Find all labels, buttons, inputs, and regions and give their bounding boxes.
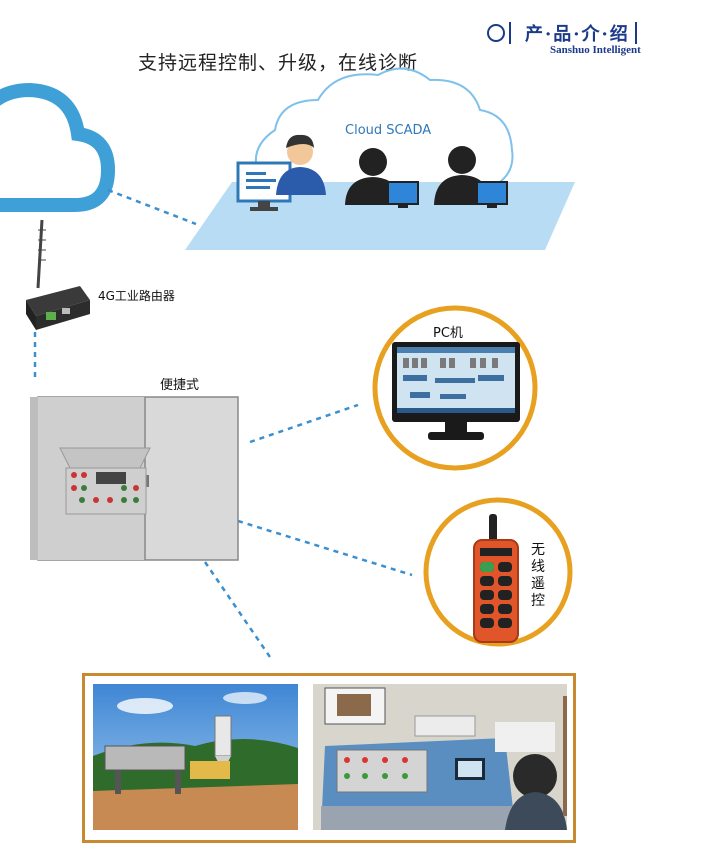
connection-lines [33,188,413,658]
control-room-photo [313,684,567,830]
brand-name-en: Sanshuo Intelligent [550,44,641,56]
site-photos-frame [82,673,576,843]
router-label: 4G工业路由器 [98,289,175,303]
remote-label: 无 线 遥 控 [529,542,547,610]
remote-label-char: 遥 [531,576,545,592]
remote-circle [423,497,573,647]
pc-label: PC机 [433,326,463,341]
page-headline: 支持远程控制、升级，在线诊断 [138,52,419,74]
user-silhouette-icon [434,146,508,208]
cloud-icon [0,82,116,212]
cloud-scada-label: Cloud SCADA [345,123,432,138]
logo-circle-icon [487,24,505,42]
remote-label-char: 无 [531,542,545,558]
brand-logo: 产·品·介·绍 Sanshuo Intelligent [487,18,687,58]
brand-name-cn: 产·品·介·绍 [525,24,630,45]
logo-divider [635,22,637,44]
pc-circle [372,305,538,471]
site-photos [93,684,567,830]
logo-divider [509,22,511,44]
operator-person-icon [276,134,326,195]
plant-photo [93,684,298,830]
router-icon [26,219,90,330]
user-silhouette-icon [345,148,419,208]
remote-label-char: 控 [531,593,545,609]
cabinet-label: 便捷式 [160,378,200,393]
control-cabinet-image [30,396,239,561]
scada-cloud-outline [254,67,514,183]
remote-label-char: 线 [531,559,545,575]
